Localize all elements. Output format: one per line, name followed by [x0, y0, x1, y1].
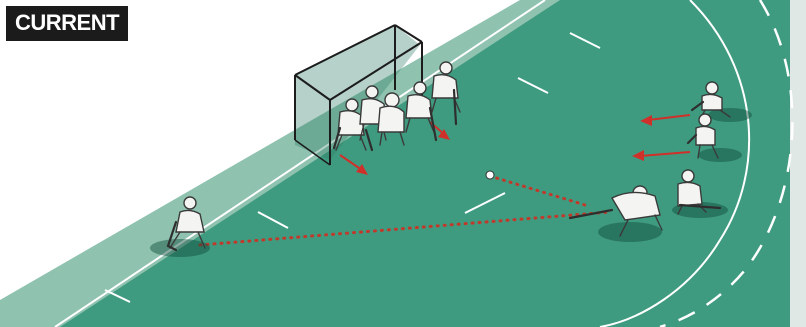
current-badge: CURRENT [6, 6, 128, 41]
shadow-runner-2 [698, 148, 742, 162]
shadow-injector [598, 222, 662, 242]
pitch-surface [60, 0, 806, 327]
shadow-left-player [150, 239, 210, 257]
pitch-right-strip [790, 0, 806, 327]
ball [486, 171, 494, 179]
